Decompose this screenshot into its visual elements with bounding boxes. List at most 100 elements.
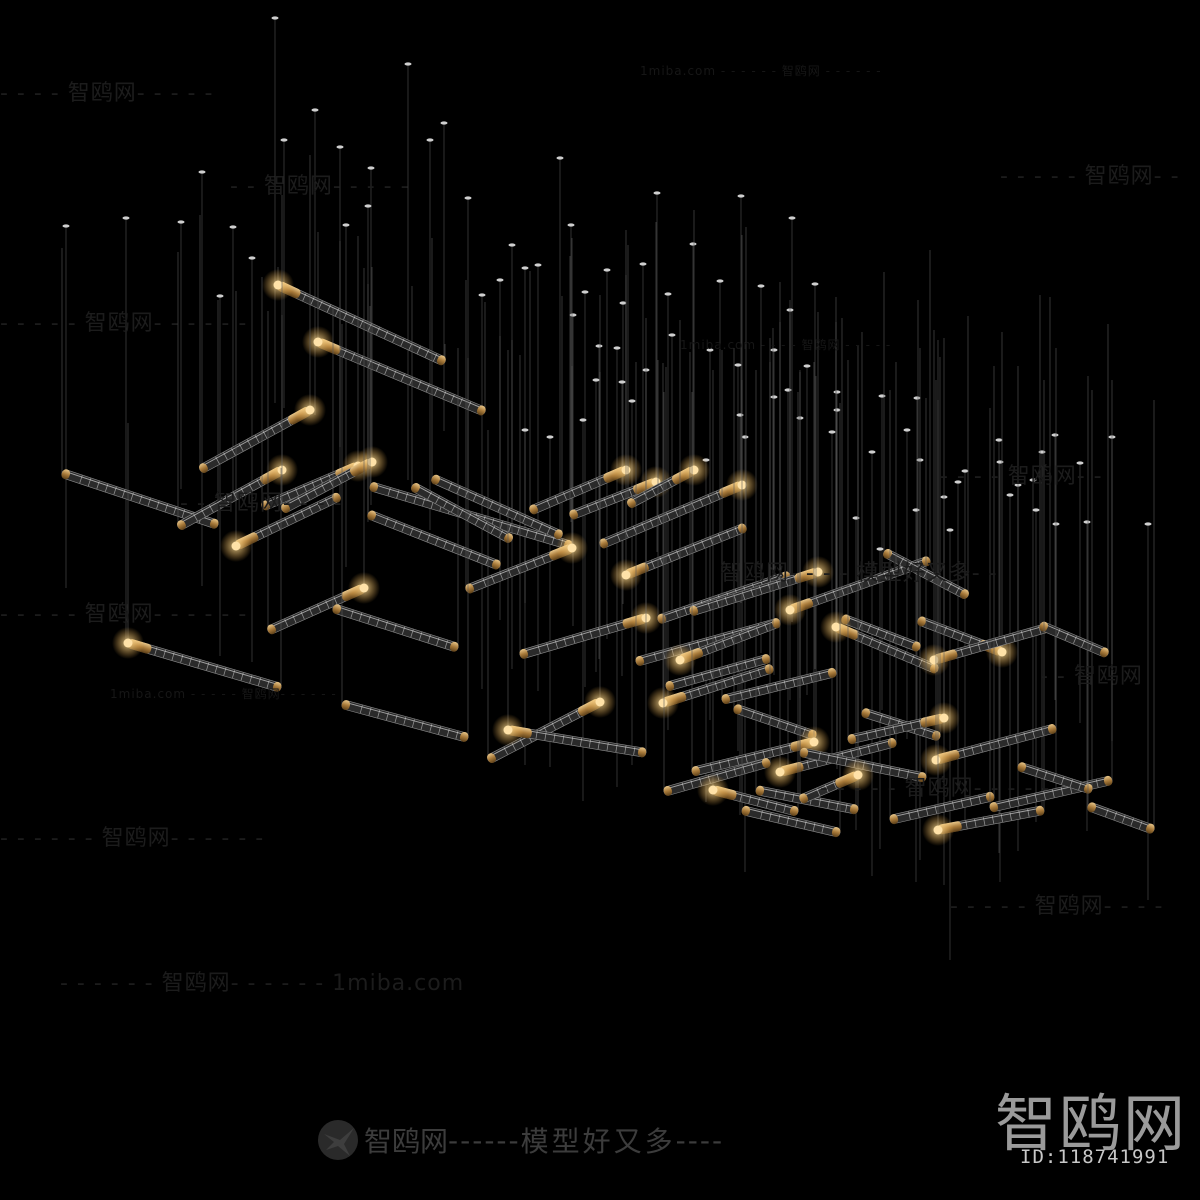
tube	[774, 250, 931, 626]
tube	[691, 362, 830, 777]
canopy	[961, 469, 969, 473]
canopy	[876, 547, 884, 551]
canopy	[478, 293, 486, 297]
canopy	[803, 364, 811, 368]
canopy	[903, 428, 911, 432]
canopy	[833, 408, 841, 412]
canopy	[567, 223, 575, 227]
canopy	[579, 418, 587, 422]
canopy	[1038, 450, 1046, 454]
tube	[302, 232, 486, 416]
tube	[861, 332, 941, 741]
canopy	[811, 282, 819, 286]
canopy	[177, 220, 185, 224]
canopy	[706, 348, 714, 352]
watermark-tile: - - - - - 智鸥网- - - - -	[820, 776, 1051, 801]
canopy	[1083, 520, 1091, 524]
canopy	[556, 156, 564, 160]
watermark-tile: - - - - - 智鸥网- - - - - -	[0, 602, 248, 627]
canopy	[1051, 433, 1059, 437]
watermark-tile: - - 智鸥网- - - - -	[230, 174, 410, 199]
watermark-tile: - - - - - - 智鸥网- - - - - -	[0, 826, 265, 851]
canopy	[1006, 493, 1014, 497]
seagull-logo-icon	[318, 1120, 358, 1160]
tube	[847, 338, 960, 745]
tube	[1017, 366, 1093, 794]
footer-brand: 智鸥网	[364, 1125, 449, 1158]
canopy	[521, 266, 529, 270]
canopy	[878, 394, 886, 398]
canopy	[367, 166, 375, 170]
canopy	[534, 263, 542, 267]
canopy	[788, 216, 796, 220]
canopy	[770, 348, 778, 352]
canopy	[613, 346, 621, 350]
canopy	[595, 344, 603, 348]
canopy	[653, 191, 661, 195]
tube	[989, 380, 1113, 813]
canopy	[216, 294, 224, 298]
canopy	[741, 435, 749, 439]
tube	[465, 238, 588, 594]
tube	[889, 366, 995, 825]
canopy	[1029, 478, 1037, 482]
crystal-tubes	[61, 155, 1155, 846]
canopy	[581, 290, 589, 294]
footer-slogan: 模型好又多	[520, 1125, 676, 1158]
canopy	[603, 268, 611, 272]
canopy	[868, 450, 876, 454]
canopy	[1032, 508, 1040, 512]
watermark-tile: - - - - 智鸥网- -	[940, 464, 1103, 489]
tube	[220, 241, 341, 562]
canopy	[737, 194, 745, 198]
tube	[367, 284, 501, 570]
canopy	[198, 170, 206, 174]
tube	[529, 230, 642, 515]
tube	[341, 324, 469, 742]
canopy	[757, 284, 765, 288]
canopy	[508, 243, 516, 247]
tube	[799, 345, 874, 804]
watermark-tile: 1miba.com - - - - - - 智鸥网 - - - - - -	[640, 64, 882, 78]
canopy	[784, 388, 792, 392]
watermark-tile: - - - - - 智鸥网- - - -	[950, 894, 1164, 919]
model-id: ID:118741991	[1020, 1146, 1170, 1168]
tube	[61, 248, 219, 529]
canopy	[716, 279, 724, 283]
canopy	[833, 390, 841, 394]
canopy	[496, 278, 504, 282]
canopy	[229, 225, 237, 229]
canopy	[619, 301, 627, 305]
tube	[487, 372, 616, 764]
canopy	[464, 196, 472, 200]
watermark-tile: 1miba.com - - - - - 智鸥网- - - - - -	[110, 687, 337, 701]
canopy	[639, 262, 647, 266]
canopy	[592, 378, 600, 382]
canopy	[689, 242, 697, 246]
corner-brand-logo: 智鸥网	[995, 1087, 1188, 1160]
tube	[1087, 376, 1155, 834]
canopy	[364, 204, 372, 208]
canopy	[852, 516, 860, 520]
watermark-tile: 1miba.com - - - - 智鸥网 - - - - -	[680, 338, 892, 352]
canopy	[954, 480, 962, 484]
watermark-tile: 智鸥网- - - - 模型好又多- -	[720, 561, 998, 586]
watermark-tile: - - 智鸥网	[1040, 664, 1143, 689]
footer-watermark: 智鸥网 ------ 模型好又多 ----	[318, 1120, 724, 1160]
canopy	[342, 223, 350, 227]
footer-dashes-2: ----	[675, 1123, 725, 1157]
canopy	[248, 256, 256, 260]
canopy	[404, 62, 412, 66]
canopy	[668, 333, 676, 337]
canopy	[271, 16, 279, 20]
canopy	[1144, 522, 1152, 526]
watermark-tile: - - - - - - 智鸥网- - - - - - 1miba.com	[60, 971, 465, 996]
canopy	[664, 292, 672, 296]
canopy	[336, 145, 344, 149]
tube	[332, 308, 459, 652]
canopy	[311, 108, 319, 112]
tube	[262, 267, 446, 366]
watermark-tile: - - 智鸥网- - - -	[180, 491, 343, 516]
canopy	[736, 413, 744, 417]
